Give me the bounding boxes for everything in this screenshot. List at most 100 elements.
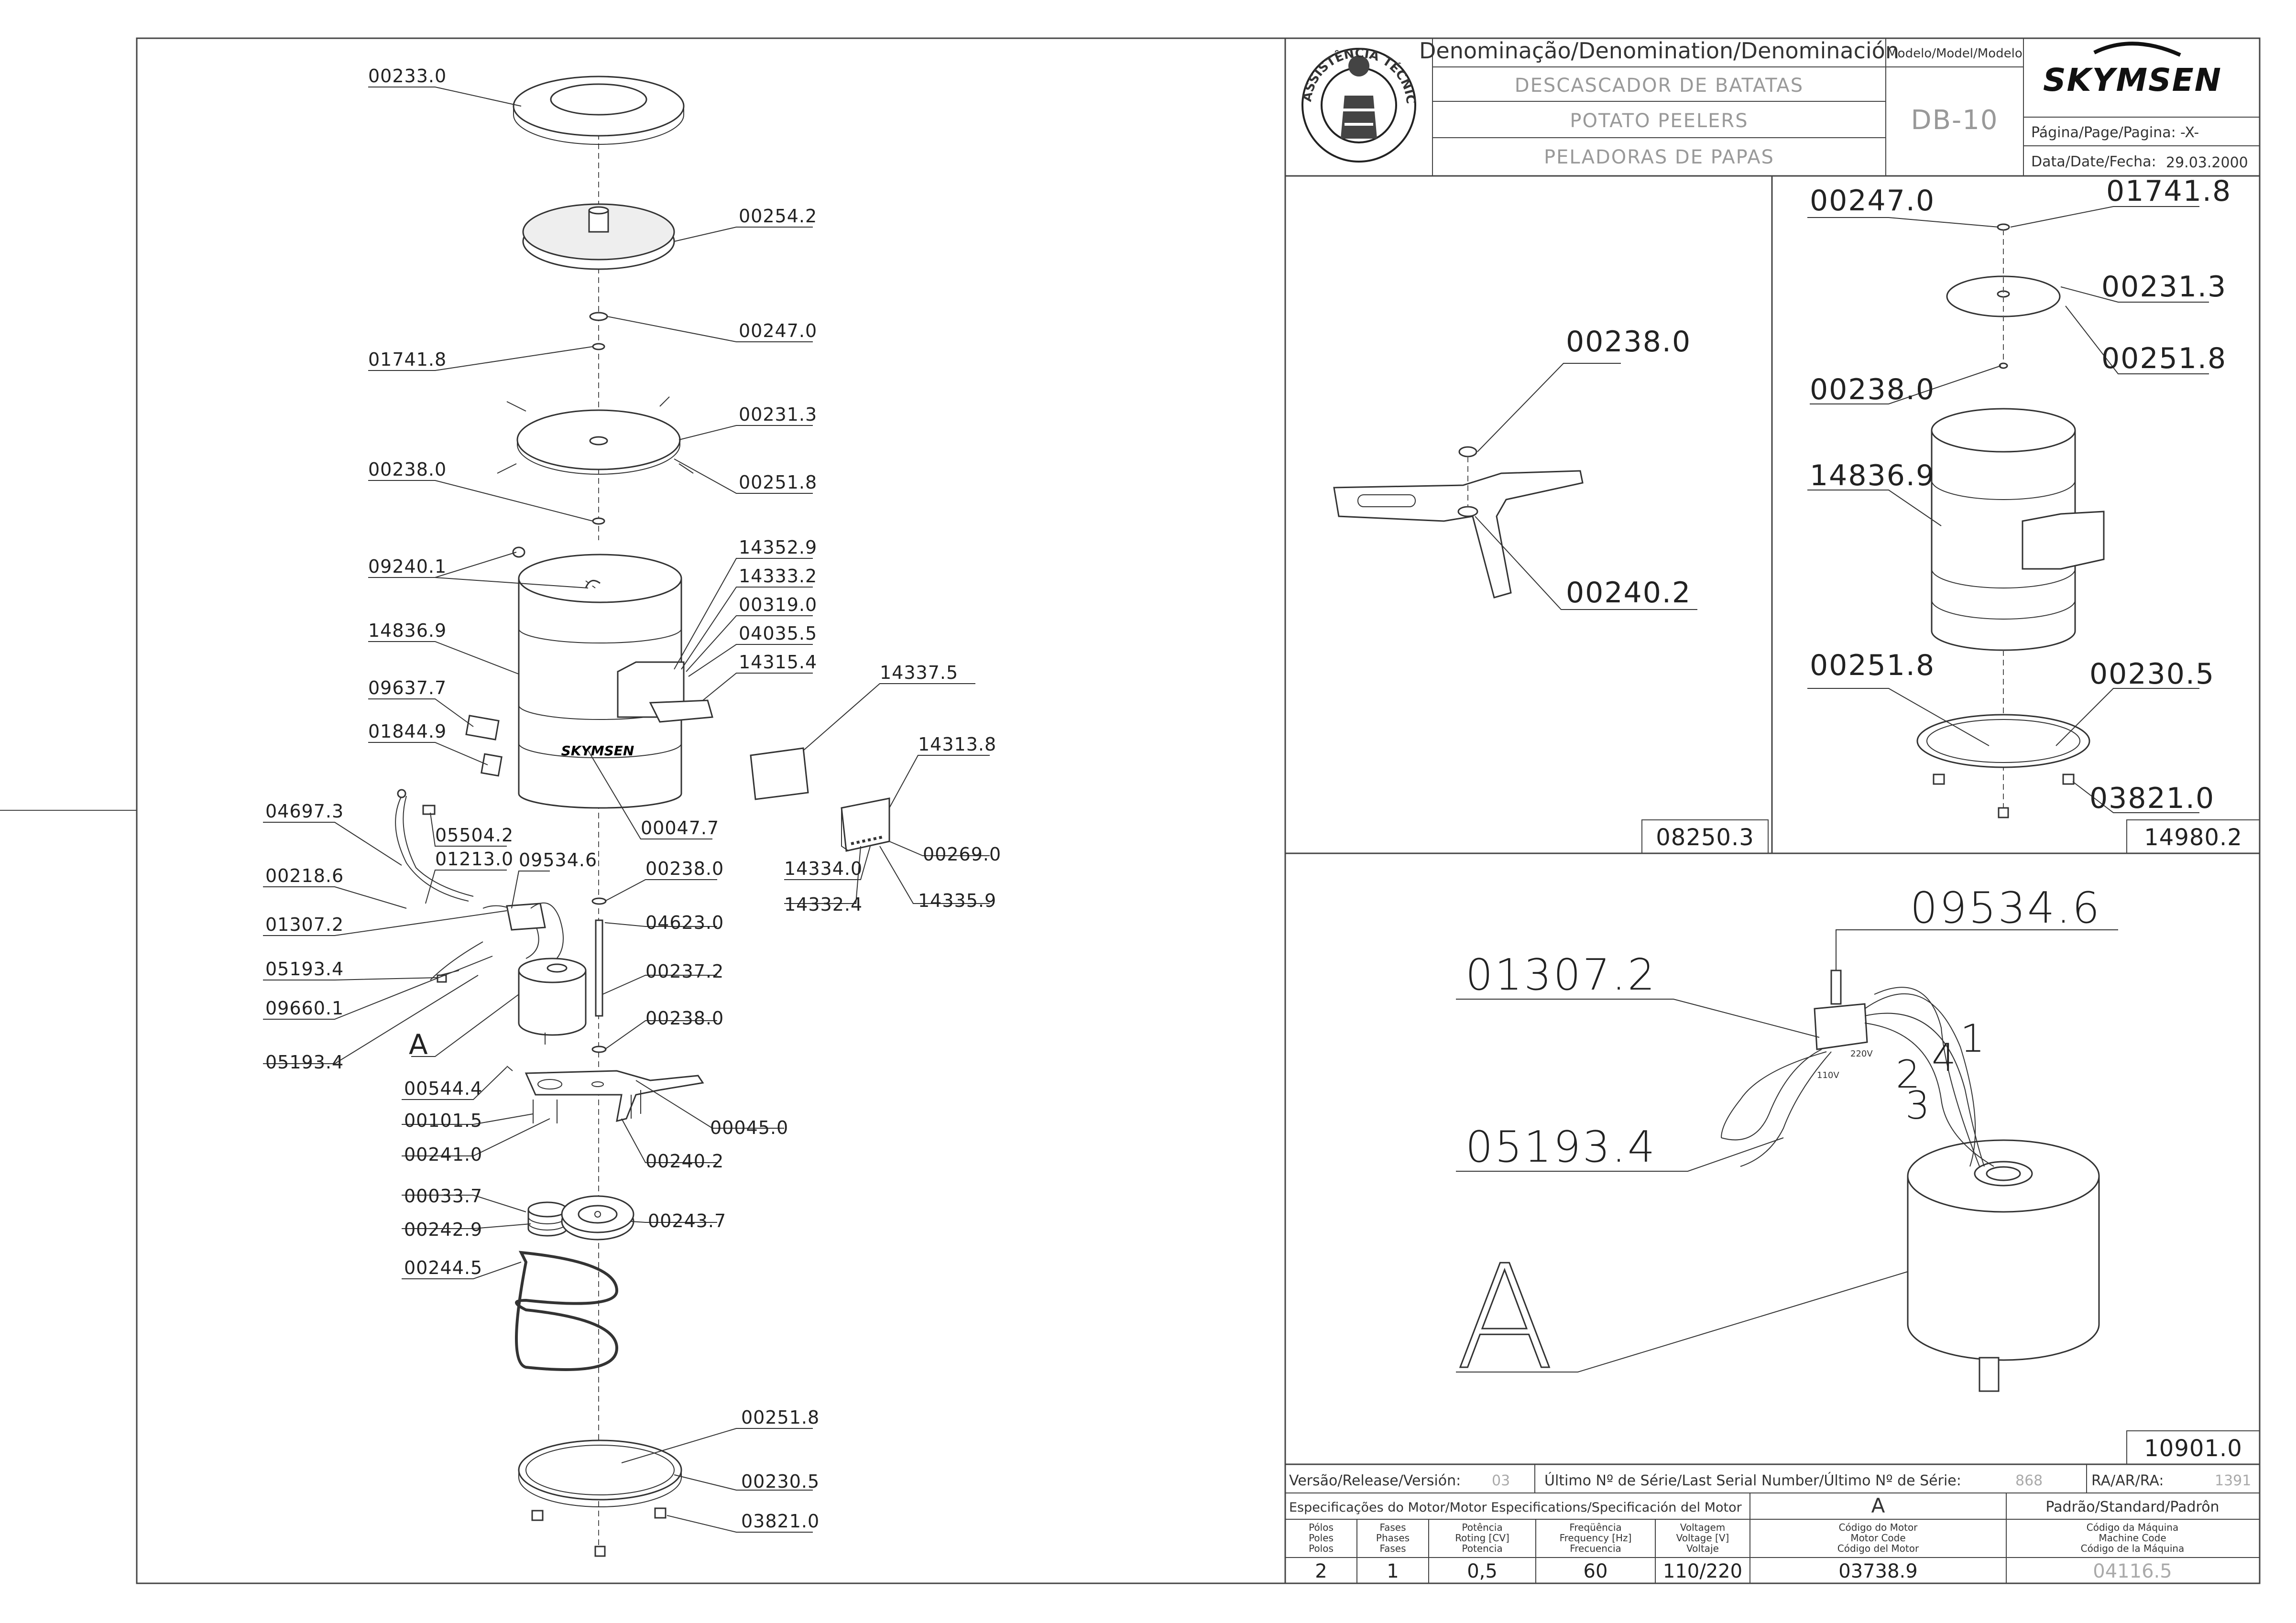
d3-wire-3: 3 — [1905, 1083, 1932, 1128]
detail-3-motor: 220V 110V 2 3 4 1 09534.6 01307.2 051 — [1455, 883, 2118, 1402]
svg-text:Phases: Phases — [1376, 1532, 1410, 1544]
svg-text:Frecuencia: Frecuencia — [1570, 1543, 1621, 1554]
d3-label-05193: 05193.4 — [1465, 1122, 1657, 1172]
part-side-plate — [750, 747, 809, 800]
label-00244: 00244.5 — [404, 1257, 482, 1278]
label-00243: 00243.7 — [648, 1210, 726, 1231]
drum-logo: SKYMSEN — [561, 743, 634, 759]
label-03821: 03821.0 — [741, 1511, 820, 1532]
svg-text:Motor Code: Motor Code — [1850, 1532, 1905, 1544]
svg-text:Código del Motor: Código del Motor — [1837, 1543, 1919, 1554]
part-base-ring — [518, 1439, 682, 1557]
label-14334: 14334.0 — [784, 858, 863, 879]
label-00047: 00047.7 — [641, 817, 719, 839]
motor-spec-table: Versão/Release/Versión: 03 Último Nº de … — [1285, 1463, 2260, 1583]
val-phases: 1 — [1387, 1560, 1399, 1582]
val-machine-code: 04116.5 — [2093, 1560, 2172, 1582]
part-nut-2 — [592, 517, 605, 525]
label-00238b: 00238.0 — [645, 858, 724, 879]
part-wiring — [395, 789, 564, 983]
standard-label: Padrão/Standard/Padrôn — [2045, 1499, 2219, 1515]
label-00230: 00230.5 — [741, 1471, 820, 1492]
part-nut — [592, 343, 605, 350]
name-es: PELADORAS DE PAPAS — [1544, 146, 1774, 168]
model-value: DB-10 — [1911, 105, 1998, 136]
label-00045: 00045.0 — [710, 1117, 788, 1138]
val-freq: 60 — [1584, 1560, 1608, 1582]
model-header: Modelo/Model/Modelo — [1887, 46, 2023, 61]
svg-text:Polos: Polos — [1309, 1543, 1334, 1554]
ra-value: 1391 — [2215, 1472, 2251, 1489]
denomination-header: Denominação/Denomination/Denominación — [1419, 38, 1899, 64]
label-00238a: 00238.0 — [368, 459, 447, 480]
d2-label-01741: 01741.8 — [2106, 174, 2231, 208]
label-01307: 01307.2 — [265, 914, 344, 935]
d3-v110: 110V — [1817, 1070, 1839, 1080]
label-00251b: 00251.8 — [741, 1407, 820, 1428]
svg-text:Voltaje: Voltaje — [1686, 1543, 1719, 1554]
d2-label-00230: 00230.5 — [2089, 657, 2215, 691]
label-00231: 00231.3 — [739, 404, 817, 425]
label-14333: 14333.2 — [739, 566, 817, 587]
part-washer — [589, 312, 608, 321]
svg-text:Roting [CV]: Roting [CV] — [1455, 1532, 1509, 1544]
main-exploded-view: SKYMSEN — [263, 65, 1001, 1557]
svg-text:Voltage [V]: Voltage [V] — [1676, 1532, 1729, 1544]
label-00269: 00269.0 — [923, 844, 1001, 865]
svg-text:Voltagem: Voltagem — [1680, 1522, 1726, 1533]
label-14352: 14352.9 — [739, 537, 817, 558]
motor-variant: A — [1871, 1494, 1885, 1517]
detail-1-bracket: 00238.0 00240.2 — [1333, 325, 1697, 610]
svg-text:Potência: Potência — [1462, 1522, 1502, 1533]
d3-v220: 220V — [1850, 1049, 1873, 1059]
label-00101: 00101.5 — [404, 1110, 482, 1131]
part-label-plate — [465, 715, 500, 741]
svg-text:Código do Motor: Código do Motor — [1839, 1522, 1918, 1533]
detail-2-code: 14980.2 — [2144, 824, 2242, 851]
label-00240: 00240.2 — [645, 1151, 724, 1172]
val-volt: 110/220 — [1663, 1560, 1742, 1582]
label-05193b: 05193.4 — [265, 1052, 344, 1073]
part-disc — [497, 396, 694, 475]
label-04035: 04035.5 — [739, 623, 817, 644]
title-block: ASSISTÊNCIA TÉCNICA AUTORIZADA Denominaç… — [0, 0, 2260, 177]
label-A: A — [409, 1028, 428, 1061]
part-motor — [518, 958, 587, 1045]
part-bracket — [481, 753, 503, 777]
part-shaft — [595, 919, 603, 1017]
name-en: POTATO PEELERS — [1570, 110, 1748, 132]
brand-logo: SKYMSEN — [2043, 62, 2222, 98]
d3-wire-4: 4 — [1932, 1035, 1958, 1080]
label-14337: 14337.5 — [880, 662, 958, 683]
label-09240: 09240.1 — [368, 556, 447, 577]
part-small-pulley — [527, 1201, 568, 1237]
label-00238c: 00238.0 — [645, 1008, 724, 1029]
label-00242: 00242.9 — [404, 1219, 482, 1240]
label-05504: 05504.2 — [435, 825, 514, 846]
label-14335: 14335.9 — [918, 890, 996, 911]
label-04623: 04623.0 — [645, 912, 724, 933]
seal-text: ASSISTÊNCIA TÉCNICA AUTORIZADA — [0, 0, 1418, 105]
serial-value: 868 — [2015, 1472, 2043, 1489]
label-01213: 01213.0 — [435, 849, 514, 870]
seal-logo: ASSISTÊNCIA TÉCNICA AUTORIZADA — [0, 0, 1418, 163]
version-value: 03 — [1492, 1472, 1510, 1489]
svg-text:Código de la Máquina: Código de la Máquina — [2081, 1543, 2185, 1554]
d1-label-00240: 00240.2 — [1566, 576, 1691, 610]
svg-text:Potencia: Potencia — [1462, 1543, 1502, 1554]
label-00218: 00218.6 — [265, 865, 344, 886]
d1-label-00238: 00238.0 — [1566, 325, 1691, 359]
detail-1-code: 08250.3 — [1656, 824, 1754, 851]
label-05193a: 05193.4 — [265, 959, 344, 980]
label-01741: 01741.8 — [368, 349, 447, 370]
label-00241: 00241.0 — [404, 1144, 482, 1165]
d2-label-00231: 00231.3 — [2101, 270, 2227, 304]
label-00254: 00254.2 — [739, 206, 817, 227]
svg-text:Machine Code: Machine Code — [2099, 1532, 2166, 1544]
label-00247: 00247.0 — [739, 320, 817, 341]
label-04697: 04697.3 — [265, 801, 344, 822]
val-power: 0,5 — [1467, 1560, 1498, 1582]
label-00237: 00237.2 — [645, 961, 724, 982]
d2-label-00251b: 00251.8 — [1810, 649, 1935, 682]
